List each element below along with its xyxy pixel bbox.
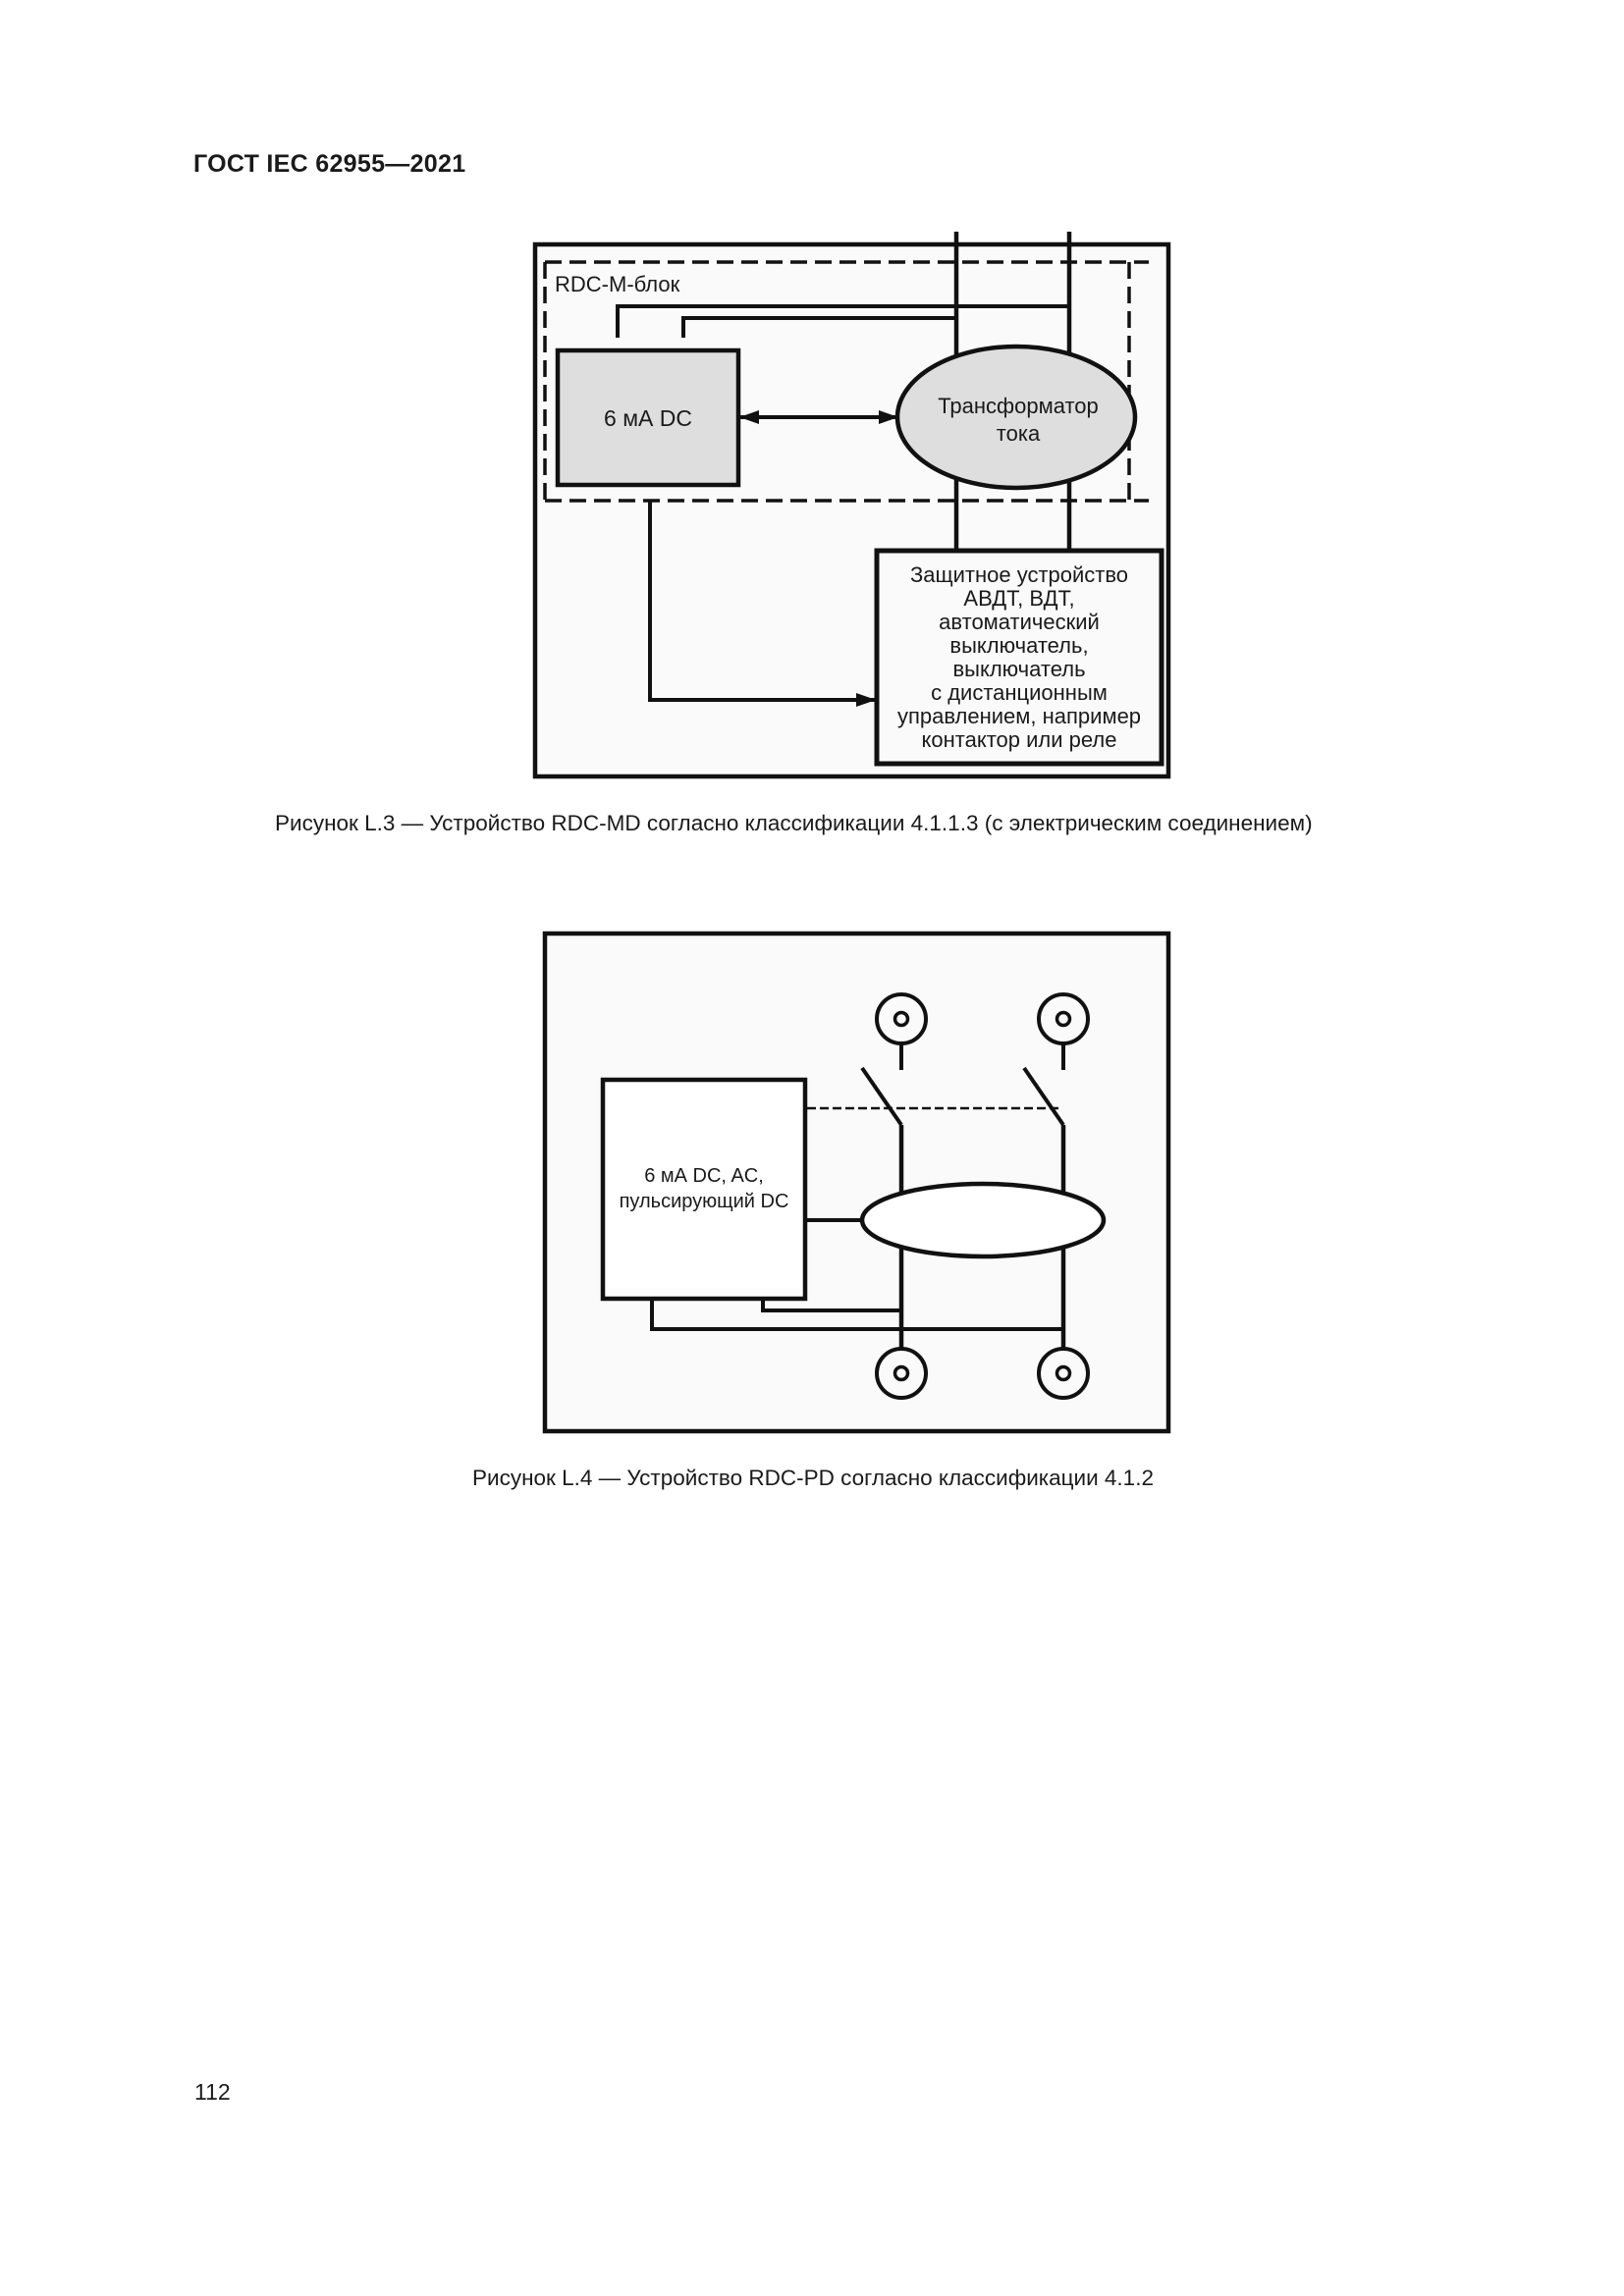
l3-protective-label-line: выключатель,: [949, 633, 1088, 658]
l3-protective-label-line: выключатель: [952, 657, 1085, 681]
l4-terminal-top-right: [1037, 992, 1090, 1045]
l4-current-transformer: [859, 1181, 1107, 1259]
l3-protective-label-line: управлением, например: [897, 704, 1141, 728]
l4-detector-label-line2: пульсирующий DC: [620, 1191, 789, 1212]
l3-trip-signal-line: [648, 501, 876, 707]
l3-sense-wire-1: [616, 304, 1069, 338]
l4-supply-wire-2: [650, 1299, 1063, 1331]
l3-transformer-label-line2: тока: [997, 421, 1041, 446]
l3-current-transformer: [894, 344, 1138, 491]
document-header: ГОСТ IEC 62955—2021: [193, 150, 466, 178]
page-number: 112: [194, 2079, 231, 2105]
figure-l4-caption: Рисунок L.4 — Устройство RDC-PD согласно…: [472, 1466, 1154, 1490]
l4-switch-blade-right: [1022, 1066, 1065, 1127]
l3-detector-block: [555, 347, 741, 488]
l3-protective-label-line: автоматический: [939, 610, 1100, 634]
l3-protective-label-line: АВДТ, ВДТ,: [963, 586, 1074, 611]
l3-detector-label: 6 мА DC: [604, 405, 692, 431]
l4-detector-label-line1: 6 мА DC, AC,: [644, 1165, 764, 1187]
l3-protective-device-box: [874, 548, 1164, 767]
l3-protective-device-label: Защитное устройство АВДТ, ВДТ, автоматич…: [897, 562, 1141, 752]
l4-terminal-top-left: [875, 992, 928, 1045]
l3-protective-label-line: Защитное устройство: [910, 562, 1128, 587]
figure-l3-caption: Рисунок L.3 — Устройство RDC-MD согласно…: [275, 811, 1313, 835]
l4-terminal-bottom-right: [1037, 1347, 1090, 1400]
l3-block-label: RDC-M-блок: [555, 272, 680, 296]
l3-rdc-m-block-boundary: [543, 260, 1149, 503]
l3-transformer-label-line1: Трансформатор: [938, 394, 1099, 418]
l4-switch-blade-left: [860, 1066, 903, 1127]
l4-detector-block: [600, 1077, 808, 1302]
l4-terminal-bottom-left: [875, 1347, 928, 1400]
l3-protective-label-line: с дистанционным: [931, 680, 1108, 705]
l3-protective-label-line: контактор или реле: [922, 727, 1117, 752]
l3-sense-wire-2: [681, 316, 956, 338]
l4-supply-wire-1: [761, 1299, 901, 1312]
